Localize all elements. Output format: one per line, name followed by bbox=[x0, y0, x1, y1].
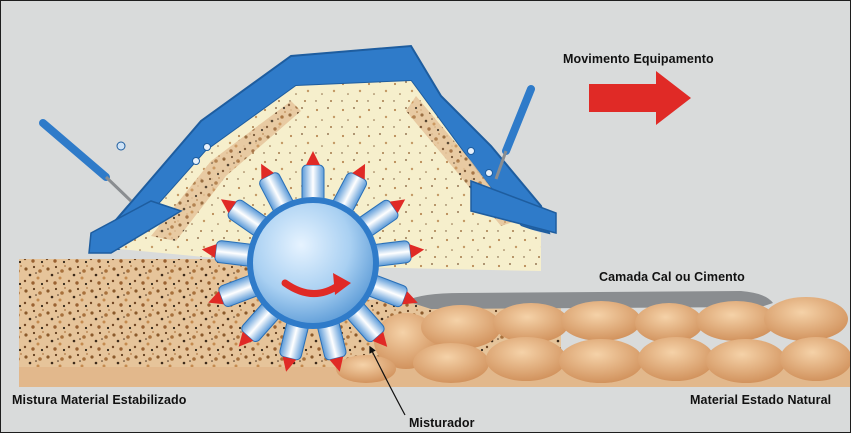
layer-label: Camada Cal ou Cimento bbox=[599, 270, 745, 284]
movement-label: Movimento Equipamento bbox=[563, 52, 714, 66]
rotor-drum bbox=[253, 203, 373, 323]
mixed-material-label: Mistura Material Estabilizado bbox=[12, 393, 186, 407]
mixer-label: Misturador bbox=[409, 416, 475, 430]
right-arrow-icon bbox=[589, 71, 691, 125]
left-hydraulic bbox=[43, 123, 131, 201]
natural-material-label: Material Estado Natural bbox=[690, 393, 831, 407]
right-hydraulic bbox=[496, 89, 531, 179]
